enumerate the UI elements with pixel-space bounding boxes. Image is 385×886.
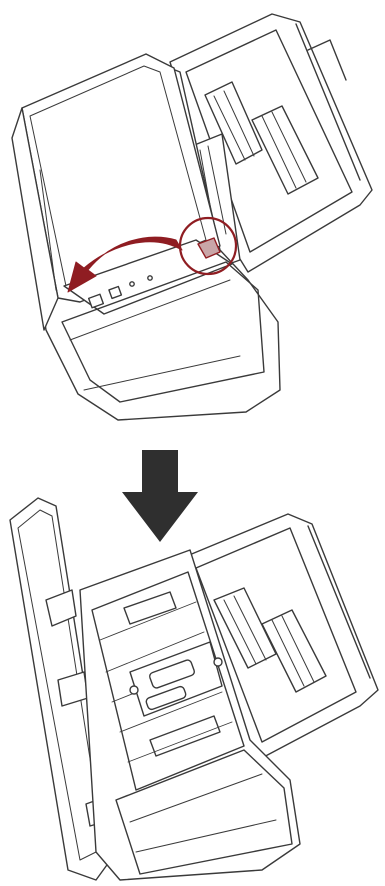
scanner-closed-drawing [0,0,385,430]
scanner-open-drawing [0,440,385,886]
step-one-closed-scanner [0,0,385,430]
status-led [130,282,134,286]
step-two-open-scanner [0,440,385,886]
error-led [148,276,152,280]
